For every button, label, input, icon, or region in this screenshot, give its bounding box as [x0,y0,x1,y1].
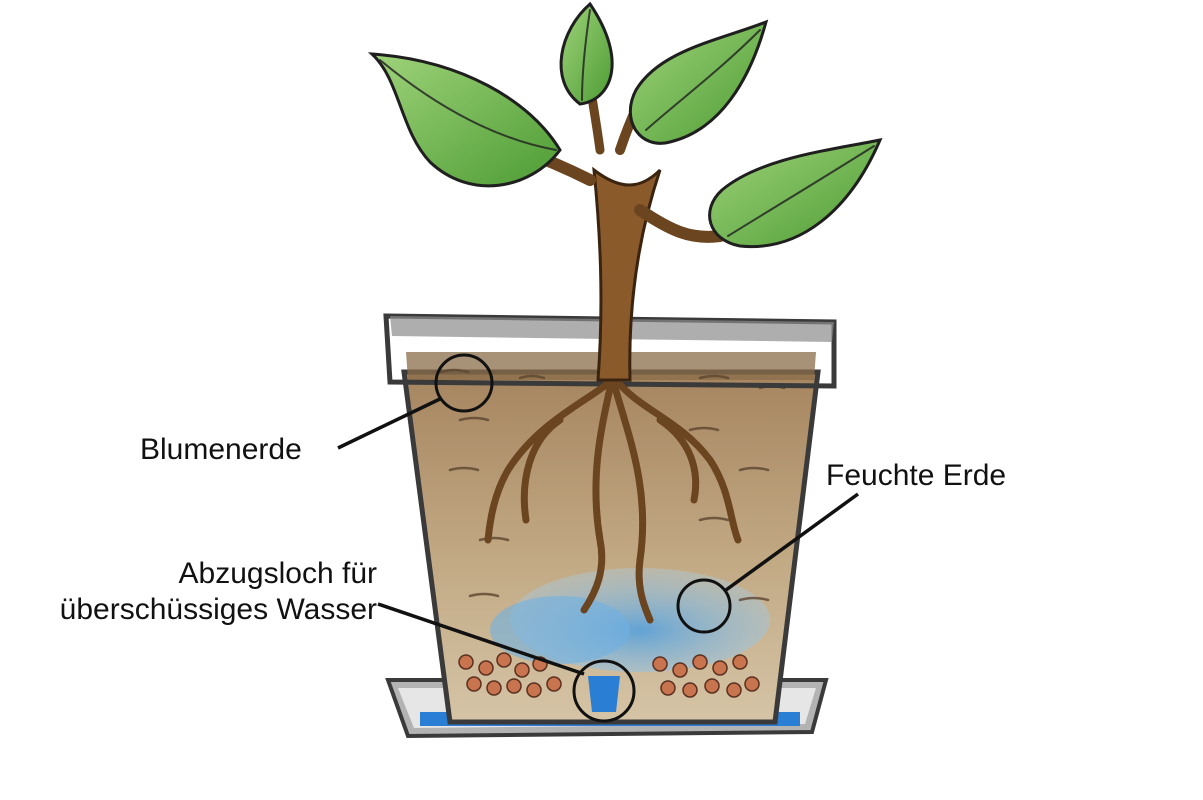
leader-line-drain-hole [377,602,585,676]
leaf-upper-right [628,19,769,145]
clay-balls [458,652,760,698]
drain-water [588,676,620,712]
leaf-left [367,52,562,188]
pot [383,313,837,725]
annotation-circle-drain-hole [572,659,636,723]
leaf-top [559,1,614,106]
label-drain-hole-line2: überschüssiges Wasser [59,593,377,626]
label-potting-soil: Blumenerde [140,433,302,466]
label-drain-hole: Abzugsloch für überschüssiges Wasser [60,556,377,628]
leaf-right [708,137,883,249]
annotation-circle-moist-soil [676,578,732,634]
label-moist-soil: Feuchte Erde [826,459,1007,492]
leader-line-moist-soil [724,492,860,592]
leader-line-potting-soil [337,396,443,450]
roots [484,376,742,624]
leaves [367,1,883,249]
label-drain-hole-line1: Abzugsloch für [178,557,377,590]
annotation-circle-potting-soil [434,353,494,413]
